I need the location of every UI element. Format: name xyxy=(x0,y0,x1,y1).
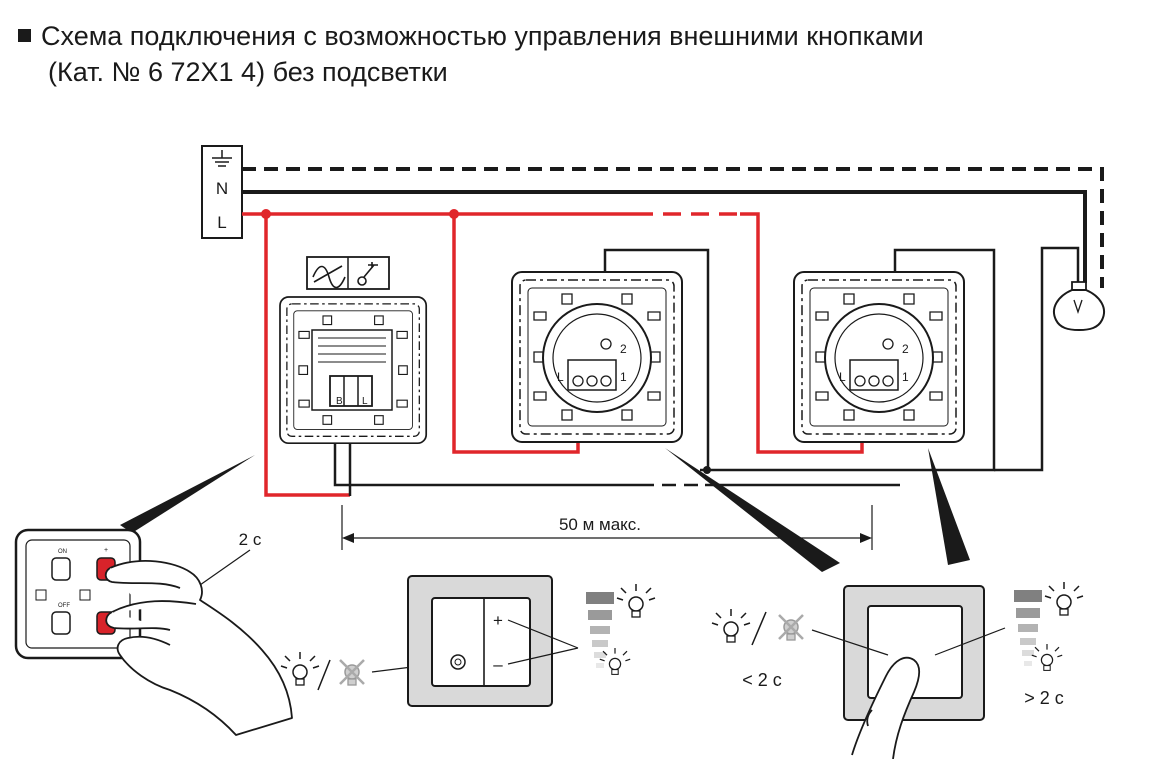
dimmer-indicator-icon xyxy=(450,654,466,670)
dimmer-symbol-box xyxy=(306,256,390,290)
zoom-wedge-button-1 xyxy=(665,448,840,572)
hold-time-label: 2 с xyxy=(239,530,262,549)
lamp-on-icon xyxy=(280,651,320,686)
dimmer-plate: + – xyxy=(407,575,553,707)
dimmer-wave-icon xyxy=(312,265,346,289)
live-junction-dimmer xyxy=(261,209,271,219)
lamp-off-short-icon xyxy=(778,614,804,641)
control-wires xyxy=(333,246,1080,496)
plus-leader xyxy=(507,619,579,649)
lamp-on-short-icon xyxy=(711,608,751,643)
dimmer-minus-label: – xyxy=(493,655,503,674)
finger-pressing-icon xyxy=(851,656,921,759)
dimmer-mechanism: B L xyxy=(279,296,428,445)
earth-wire xyxy=(242,167,1104,288)
title-line-2: (Кат. № 6 72X1 4) без подсветки xyxy=(48,57,448,87)
button-2-terminal-l: L xyxy=(839,370,846,384)
module-off-button[interactable] xyxy=(51,611,71,635)
dimmer-terminal-l: L xyxy=(362,396,368,407)
dimmer-terminal-b: B xyxy=(336,396,343,407)
lamp-dim-icon xyxy=(599,647,631,676)
control-junction xyxy=(703,466,711,474)
zoom-wedge-dimmer xyxy=(120,455,255,533)
brightness-scale-icon xyxy=(586,592,614,668)
dimmer-plus-key[interactable] xyxy=(484,598,530,642)
dimmer-module-closeup: ON OFF + xyxy=(14,528,142,660)
button-1-terminal-l: L xyxy=(557,370,564,384)
button-2-terminal-1: 1 xyxy=(902,370,909,384)
distance-dimension: 50 м макс. xyxy=(341,505,873,550)
lamp-bulb-icon xyxy=(1053,281,1105,332)
slash-separator-2 xyxy=(751,611,767,646)
live-junction-button-1 xyxy=(449,209,459,219)
earth-ground-icon xyxy=(212,150,232,167)
terminal-n-label: N xyxy=(216,179,228,198)
push-switch-icon xyxy=(357,262,378,286)
button-2-terminal-2: 2 xyxy=(902,342,909,356)
minus-leader xyxy=(507,647,579,665)
lamp-off-icon xyxy=(339,659,365,686)
terminal-l-label: L xyxy=(217,213,226,232)
zoom-wedge-button-2 xyxy=(928,448,970,565)
brightness-scale-2-icon xyxy=(1014,590,1042,666)
module-plus-label: + xyxy=(104,547,108,554)
long-press-label: > 2 с xyxy=(1024,688,1064,708)
title-bullet xyxy=(18,29,31,42)
lamp-bright-icon xyxy=(616,583,656,618)
lamp-dim-2-icon xyxy=(1031,643,1063,672)
push-button-mechanism-2: L 1 2 xyxy=(793,271,965,443)
dimmer-minus-key[interactable] xyxy=(484,642,530,686)
lamp-bright-2-icon xyxy=(1044,581,1084,616)
button-1-terminal-1: 1 xyxy=(620,370,627,384)
dimmer-plus-label: + xyxy=(493,611,503,630)
hold-time-leader xyxy=(199,549,251,586)
push-button-mechanism-1: L 1 2 xyxy=(511,271,683,443)
terminal-block: N L xyxy=(201,145,243,239)
dimmer-toggle-key[interactable] xyxy=(432,598,484,686)
module-on-button[interactable] xyxy=(51,557,71,581)
hand-pressing-icon xyxy=(104,560,293,736)
slash-separator xyxy=(317,659,331,691)
short-press-leader xyxy=(811,629,889,656)
neutral-wire xyxy=(242,190,1087,283)
push-button-plate xyxy=(843,585,985,721)
long-press-leader xyxy=(934,627,1006,656)
page-title: Схема подключения с возможностью управле… xyxy=(18,18,924,90)
module-off-label: OFF xyxy=(58,603,70,609)
module-on-label: ON xyxy=(58,549,67,555)
button-1-terminal-2: 2 xyxy=(620,342,627,356)
title-line-1: Схема подключения с возможностью управле… xyxy=(41,21,924,51)
distance-label: 50 м макс. xyxy=(559,515,641,534)
short-press-label: < 2 с xyxy=(742,670,782,690)
